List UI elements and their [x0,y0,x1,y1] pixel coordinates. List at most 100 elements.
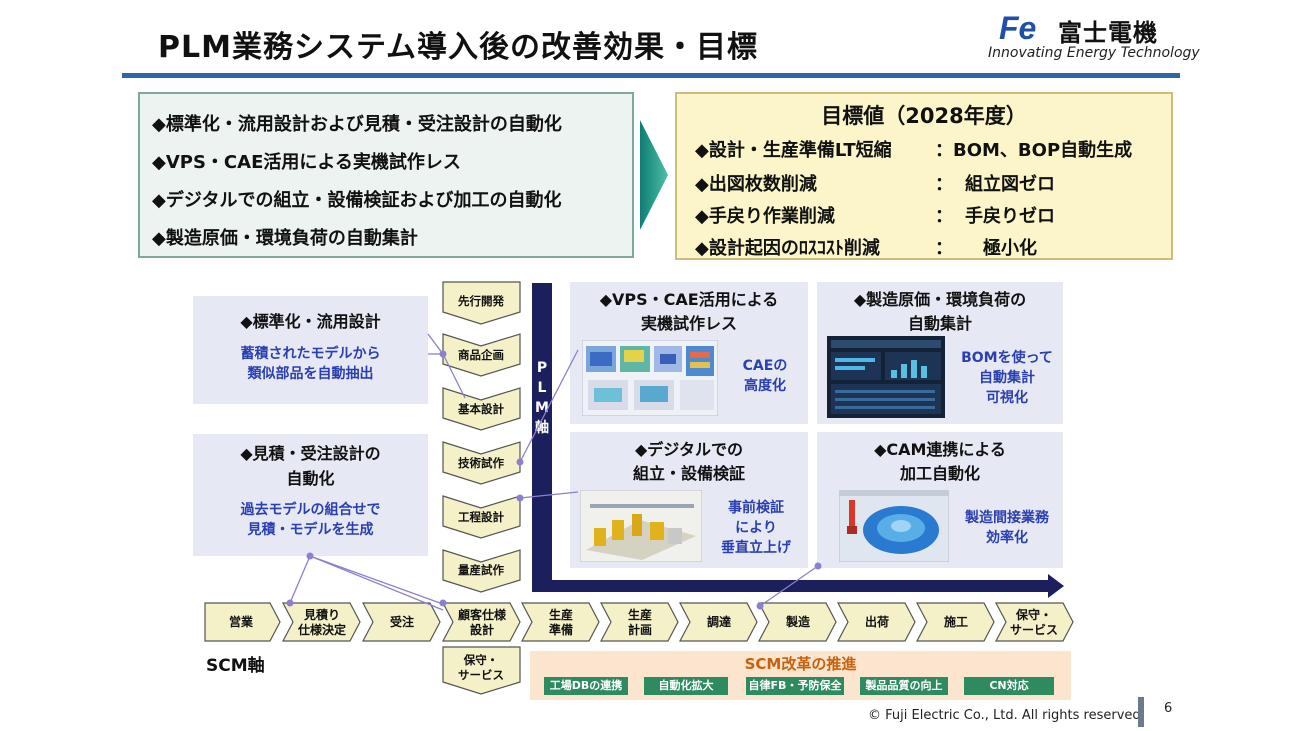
plm-axis-label: 軸 [535,419,549,436]
scm-service-step: 保守・ サービス [442,646,521,695]
target-label: ◆出図枚数削減 [695,174,817,195]
panel-standardize: ◆標準化・流用設計 蓄積されたモデルから 類似部品を自動抽出 [193,296,428,404]
plm-step-label: 先行開発 [458,294,504,308]
plm-step-label: 基本設計 [457,402,504,416]
scm-step-label: サービス [458,668,504,682]
plm-axis-label: P [537,360,547,376]
panel-title: ◆見積・受注設計の [240,444,381,463]
panel-title: 加工自動化 [899,464,980,483]
scm-reform-chip: CN対応 [964,677,1054,695]
scm-step-label: 見積り [303,607,340,622]
panel-desc: 事前検証 [728,500,784,516]
target-value: 極小化 [983,238,1037,259]
scm-reform-chip: 工場DBの連携 [544,677,628,695]
target-colon: ： [935,140,953,161]
plm-step-label: 工程設計 [458,510,504,524]
scm-step: 製造 [758,602,837,642]
plm-step: 商品企画 [442,333,521,377]
plm-step-label: 商品企画 [458,348,504,362]
scm-step-label: 計画 [628,622,652,637]
scm-step-label: 製造 [785,614,811,629]
scm-step-label: 設計 [470,622,494,637]
scm-step: 見積り 仕様決定 [282,602,361,642]
effect-item: ◆デジタルでの組立・設備検証および加工の自動化 [152,190,562,211]
cost-dashboard-image [827,336,945,418]
panel-digital: ◆デジタルでの 組立・設備検証 事前検証 により 垂直立上げ [570,432,808,568]
target-value: 手戻りゼロ [965,206,1055,227]
scm-step-label: 保守・ [1015,607,1052,622]
panel-desc: 可視化 [986,390,1028,406]
plm-step-label: 技術試作 [458,456,504,470]
panel-desc: 垂直立上げ [721,540,791,556]
panel-desc: CAEの [742,358,788,374]
panel-desc: 自動集計 [979,370,1035,386]
effect-item: ◆標準化・流用設計および見積・受注設計の自動化 [152,114,562,135]
header-rule [122,73,1180,78]
plm-step: 工程設計 [442,495,521,539]
assembly-line-image [580,490,702,562]
page-title: PLM業務システム導入後の改善効果・目標 [158,30,759,65]
target-label: ◆設計起因のﾛｽｺｽﾄ削減 [695,238,880,259]
plm-step: 量産試作 [442,549,521,593]
effect-item: ◆製造原価・環境負荷の自動集計 [152,228,418,249]
target-value: 組立図ゼロ [965,174,1055,195]
panel-vps: ◆VPS・CAE活用による 実機試作レス CAEの 高度化 [570,282,808,424]
panel-cam: ◆CAM連携による 加工自動化 製造間接業務 効率化 [817,432,1063,568]
targets-box: 目標値（2028年度） ◆設計・生産準備LT短縮 ： BOM、BOP自動生成 ◆… [675,92,1173,260]
target-label: ◆手戻り作業削減 [695,206,835,227]
scm-step-label: 保守・ [463,653,499,667]
panel-title: 実機試作レス [640,314,737,333]
panel-cost: ◆製造原価・環境負荷の 自動集計 BOMを使って 自動集計 可視化 [817,282,1063,424]
scm-step: 営業 [204,602,281,642]
panel-title: ◆標準化・流用設計 [240,312,381,331]
scm-step-label: 営業 [229,614,254,629]
scm-step: 施工 [916,602,995,642]
plm-axis-label: M [535,400,549,416]
panel-title: ◆製造原価・環境負荷の [853,290,1027,309]
panel-desc: 蓄積されたモデルから [240,346,381,362]
page-divider [1138,697,1144,727]
scm-step: 生産 計画 [600,602,679,642]
scm-step-label: 仕様決定 [297,622,346,637]
chevron-right-icon [640,120,668,230]
targets-heading: 目標値（2028年度） [821,104,1027,128]
scm-step: 生産 準備 [521,602,600,642]
target-colon: ： [935,174,953,195]
scm-reform-chip: 製品品質の向上 [860,677,948,695]
scm-step-label: 調達 [707,614,731,629]
scm-step: 出荷 [837,602,916,642]
panel-title: ◆VPS・CAE活用による [599,290,779,309]
plm-step: 技術試作 [442,441,521,485]
panel-desc: 類似部品を自動抽出 [247,366,374,382]
scm-reform-title: SCM改革の推進 [744,655,857,673]
scm-reform-chip: 自動化拡大 [644,677,728,695]
scm-step-label: 生産 [549,607,573,622]
plm-axis-arrow [532,283,1064,598]
scm-step: 顧客仕様 設計 [442,602,521,642]
page-number: 6 [1164,701,1173,716]
scm-step-label: 出荷 [865,614,889,629]
scm-step: 調達 [679,602,758,642]
company-name: 富士電機 [1058,19,1158,47]
scm-axis-label: SCM軸 [206,656,265,676]
panel-estimate: ◆見積・受注設計の 自動化 過去モデルの組合せで 見積・モデルを生成 [193,434,428,556]
effect-item: ◆VPS・CAE活用による実機試作レス [152,152,461,173]
panel-desc: 過去モデルの組合せで [240,502,381,518]
scm-step-label: 受注 [390,614,414,629]
panel-title: 自動化 [286,469,335,488]
scm-step-label: 施工 [944,614,968,629]
scm-reform-chip: 自律FB・予防保全 [746,677,844,695]
plm-axis-label: L [538,380,547,396]
effects-box: ◆標準化・流用設計および見積・受注設計の自動化 ◆VPS・CAE活用による実機試… [138,92,634,258]
panel-desc: 製造間接業務 [965,510,1049,526]
panel-desc: により [735,520,777,536]
scm-reform-box: SCM改革の推進 工場DBの連携 自動化拡大 自律FB・予防保全 製品品質の向上… [530,651,1071,700]
panel-desc: 効率化 [986,530,1028,546]
target-colon: ： [935,206,953,227]
panel-desc: 見積・モデルを生成 [247,522,374,538]
plm-step: 基本設計 [442,387,521,431]
copyright: © Fuji Electric Co., Ltd. All rights res… [868,708,1145,723]
panel-title: ◆CAM連携による [874,440,1006,459]
scm-step: 受注 [362,602,441,642]
